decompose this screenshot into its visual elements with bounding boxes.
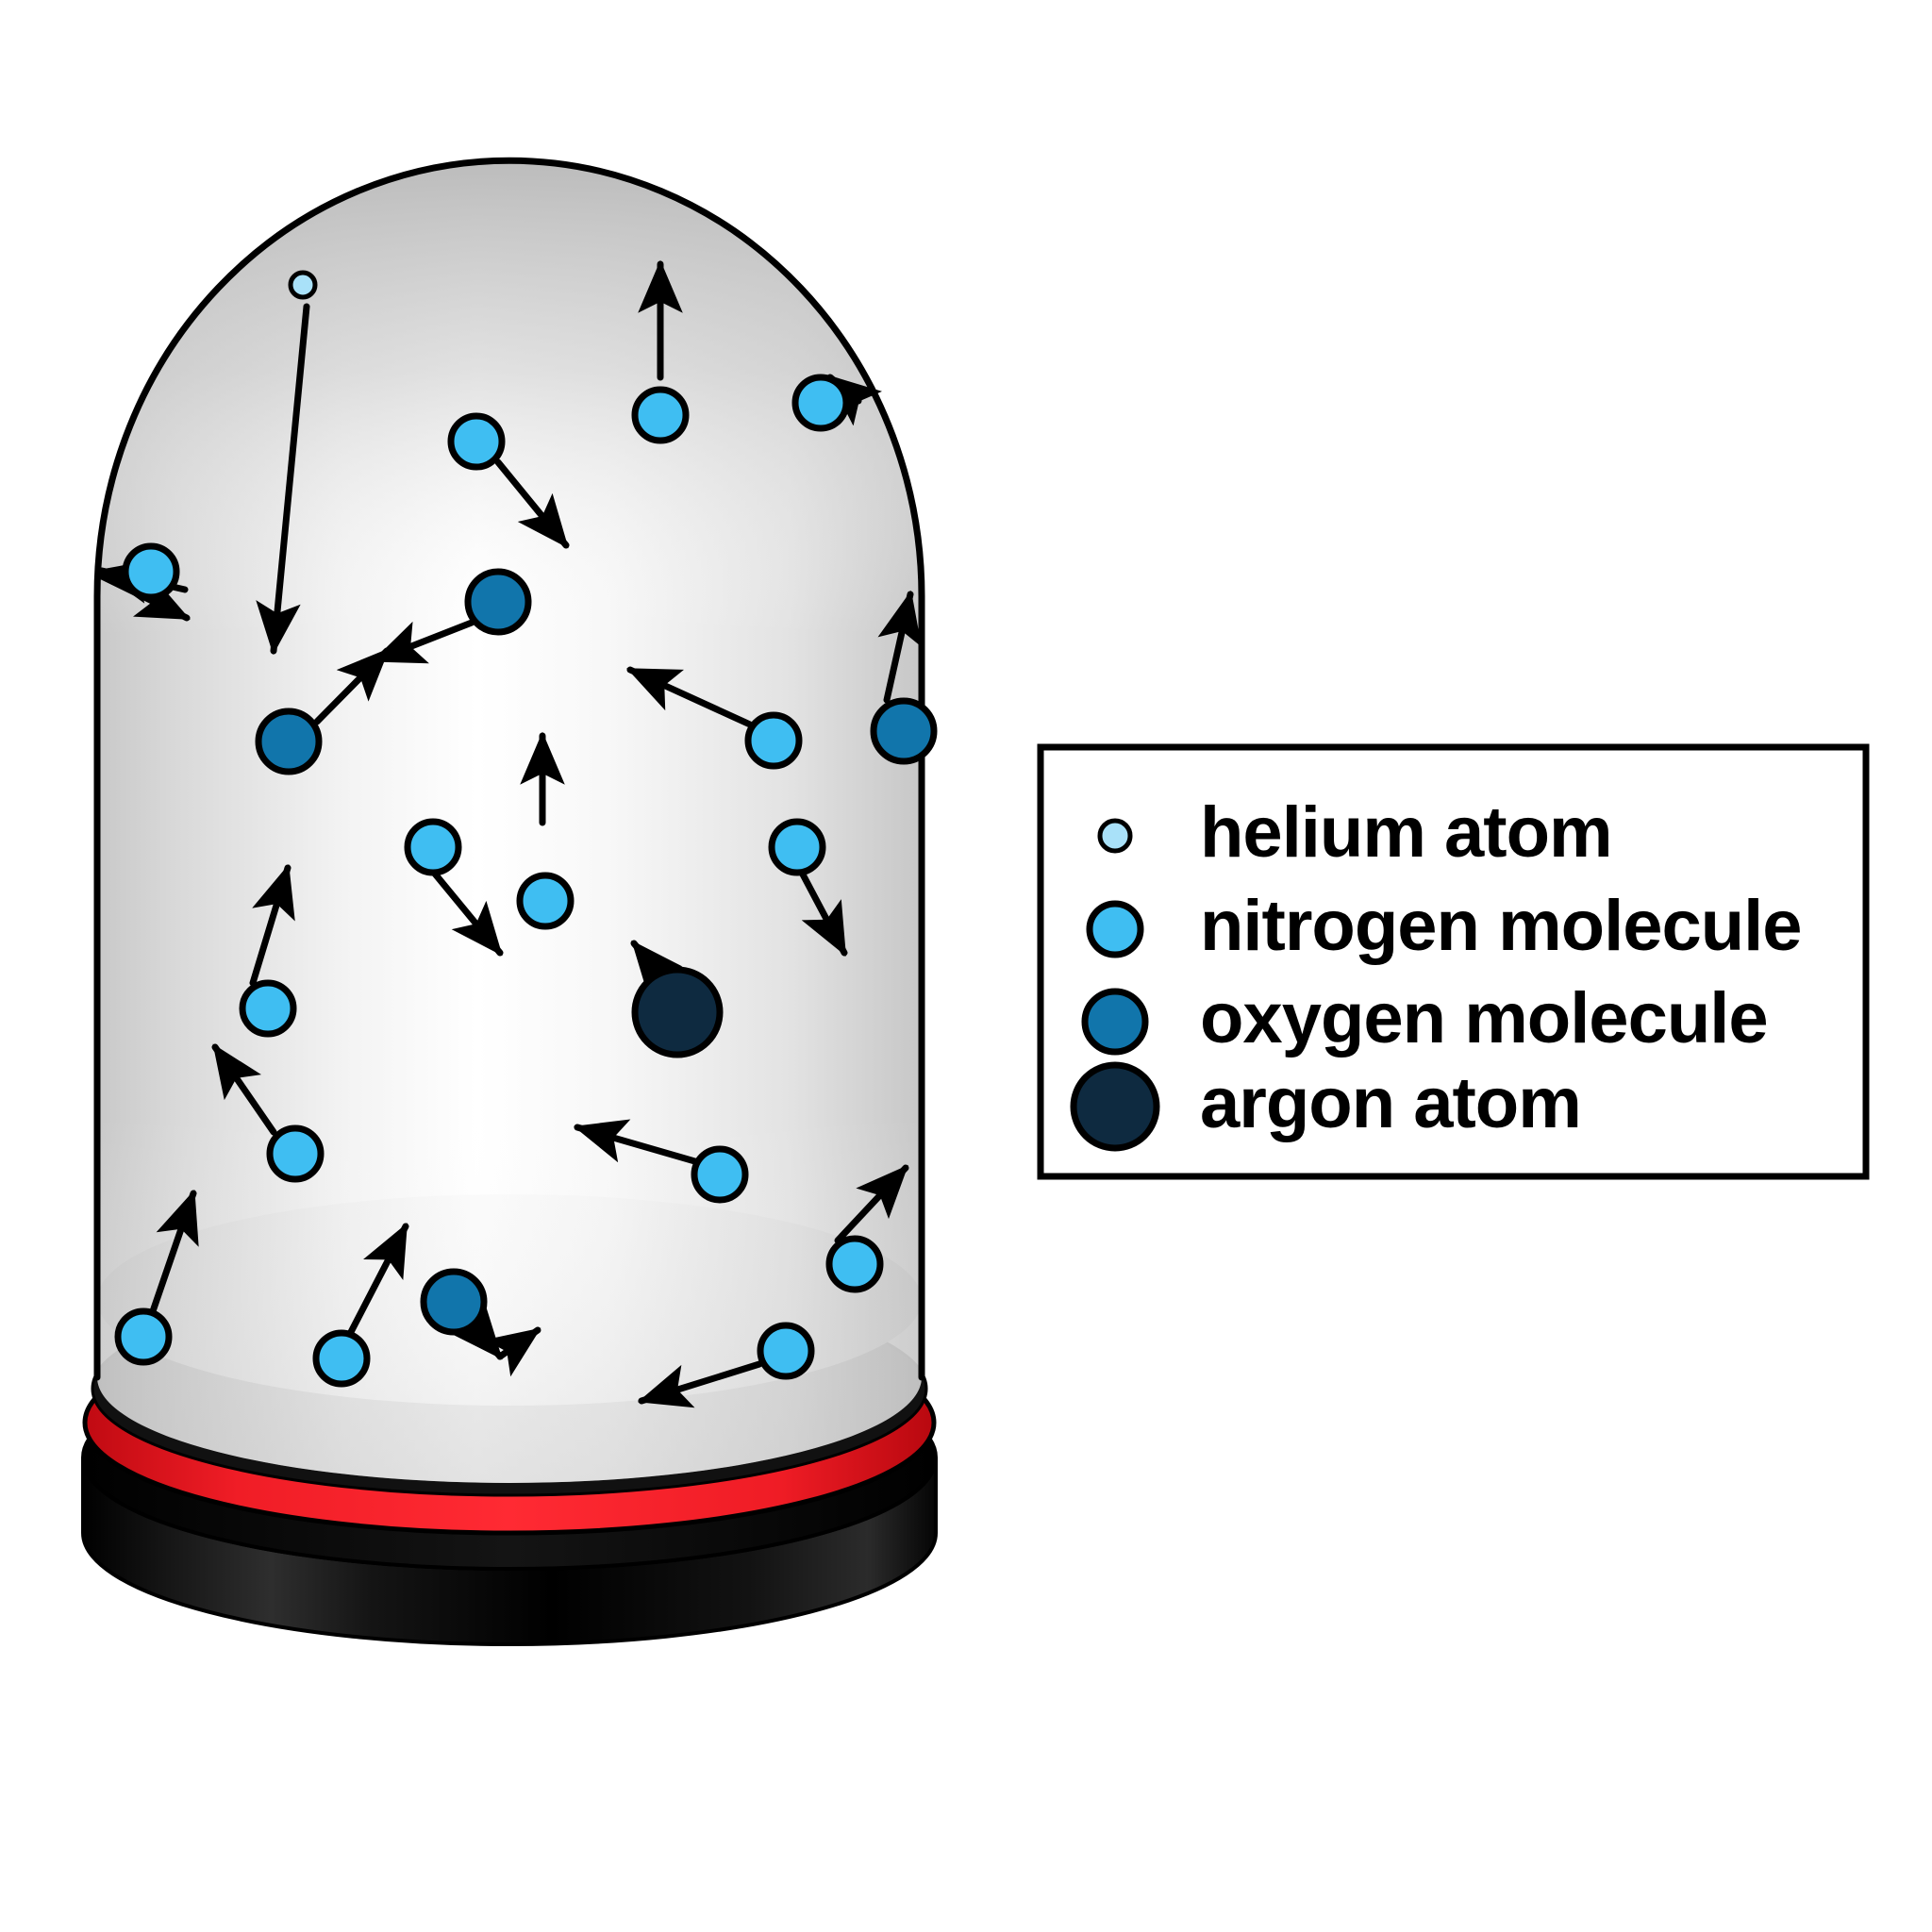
legend: helium atom nitrogen molecule oxygen molec…	[1037, 743, 1870, 1180]
particle-nitrogen	[691, 1145, 749, 1204]
particle-oxygen	[420, 1268, 488, 1336]
particle-nitrogen	[825, 1235, 884, 1293]
legend-swatch-nitrogen	[1086, 900, 1144, 958]
velocity-arrow	[637, 1360, 763, 1408]
particle-nitrogen	[447, 412, 506, 471]
particle-nitrogen	[266, 1124, 325, 1183]
particle-nitrogen	[791, 374, 850, 432]
legend-items: helium atom nitrogen molecule oxygen molec…	[1070, 792, 1803, 1152]
particle-nitrogen	[114, 1307, 173, 1366]
particle-layer	[114, 270, 938, 1388]
velocity-arrow	[256, 303, 310, 656]
velocity-arrow	[347, 1223, 409, 1336]
velocity-arrow	[149, 1190, 199, 1315]
particle-nitrogen	[744, 711, 803, 770]
velocity-arrow	[484, 1326, 541, 1377]
velocity-arrow	[877, 590, 922, 704]
velocity-arrow	[313, 647, 391, 725]
legend-label-nitrogen: nitrogen molecule	[1200, 886, 1802, 966]
velocity-arrow	[573, 1119, 702, 1166]
particle-nitrogen	[239, 979, 297, 1038]
particle-nitrogen	[404, 818, 462, 876]
legend-swatch-helium	[1097, 818, 1133, 854]
velocity-arrow	[798, 869, 848, 957]
legend-label-helium: helium atom	[1200, 792, 1612, 873]
particle-nitrogen	[312, 1329, 371, 1388]
legend-box	[1037, 743, 1870, 1180]
velocity-arrow	[834, 1164, 909, 1244]
particle-helium	[288, 270, 318, 300]
velocity-arrow	[630, 940, 683, 996]
velocity-arrow	[372, 619, 475, 664]
particle-nitrogen	[631, 386, 690, 444]
velocity-arrow	[494, 458, 570, 549]
particle-nitrogen	[122, 542, 180, 601]
particle-nitrogen	[516, 872, 575, 930]
particle-nitrogen	[768, 818, 826, 876]
particle-oxygen	[255, 708, 323, 775]
particle-oxygen	[464, 568, 532, 636]
particle-oxygen	[870, 697, 938, 765]
velocity-arrow	[211, 1043, 277, 1136]
legend-swatch-oxygen	[1081, 988, 1149, 1056]
legend-label-argon: argon atom	[1200, 1063, 1581, 1143]
particle-argon	[631, 966, 724, 1058]
legend-label-oxygen: oxygen molecule	[1200, 978, 1768, 1058]
legend-swatch-argon	[1070, 1061, 1160, 1152]
velocity-arrow	[626, 666, 754, 728]
particle-nitrogen	[757, 1322, 815, 1380]
velocity-arrow-layer	[97, 259, 922, 1408]
velocity-arrow	[430, 869, 504, 957]
velocity-arrow	[249, 863, 295, 987]
